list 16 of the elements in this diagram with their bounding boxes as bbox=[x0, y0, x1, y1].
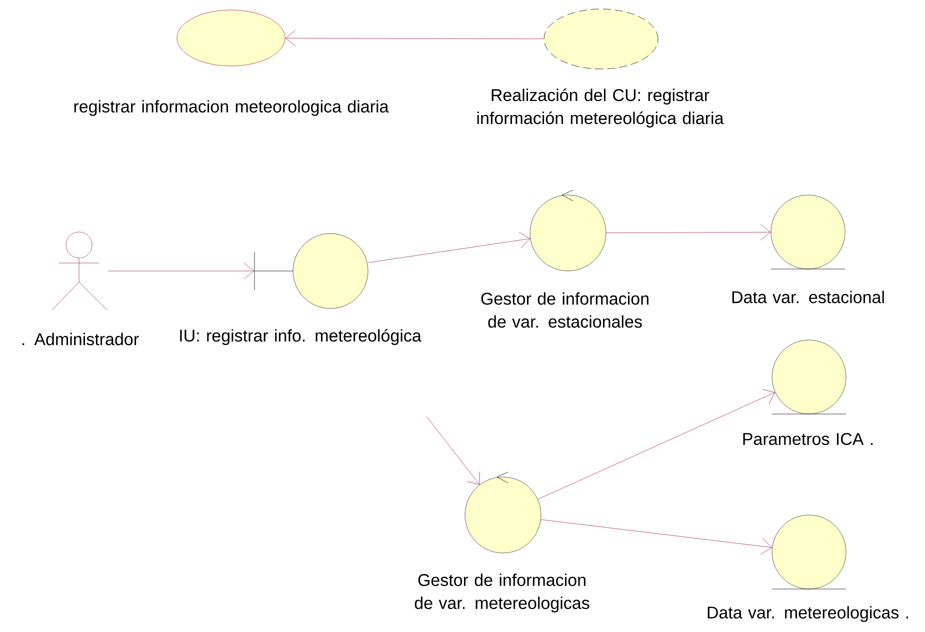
node-label: . Administrador bbox=[22, 332, 139, 346]
arrow bbox=[368, 232, 530, 263]
arrow bbox=[108, 262, 254, 280]
node-label: Realización del CU: registrar información metereológica diaria bbox=[477, 88, 724, 128]
node-label: Gestor de informacion de var. metereologicas bbox=[414, 574, 590, 612]
node-label: registrar informacion meteorologica diaria bbox=[74, 100, 389, 116]
node-label: Parametros ICA . bbox=[743, 432, 873, 446]
arrow bbox=[426, 416, 480, 485]
arrow bbox=[606, 224, 771, 240]
arrow bbox=[540, 519, 772, 554]
node-label: Data var. metereologicas . bbox=[708, 606, 908, 622]
node-label: Gestor de informacion de var. estacionales bbox=[481, 292, 648, 328]
arrow bbox=[285, 30, 544, 46]
node-label: Data var. estacional bbox=[732, 290, 884, 304]
node-label: IU: registrar info. metereológica bbox=[180, 328, 422, 346]
arrow bbox=[538, 389, 775, 500]
